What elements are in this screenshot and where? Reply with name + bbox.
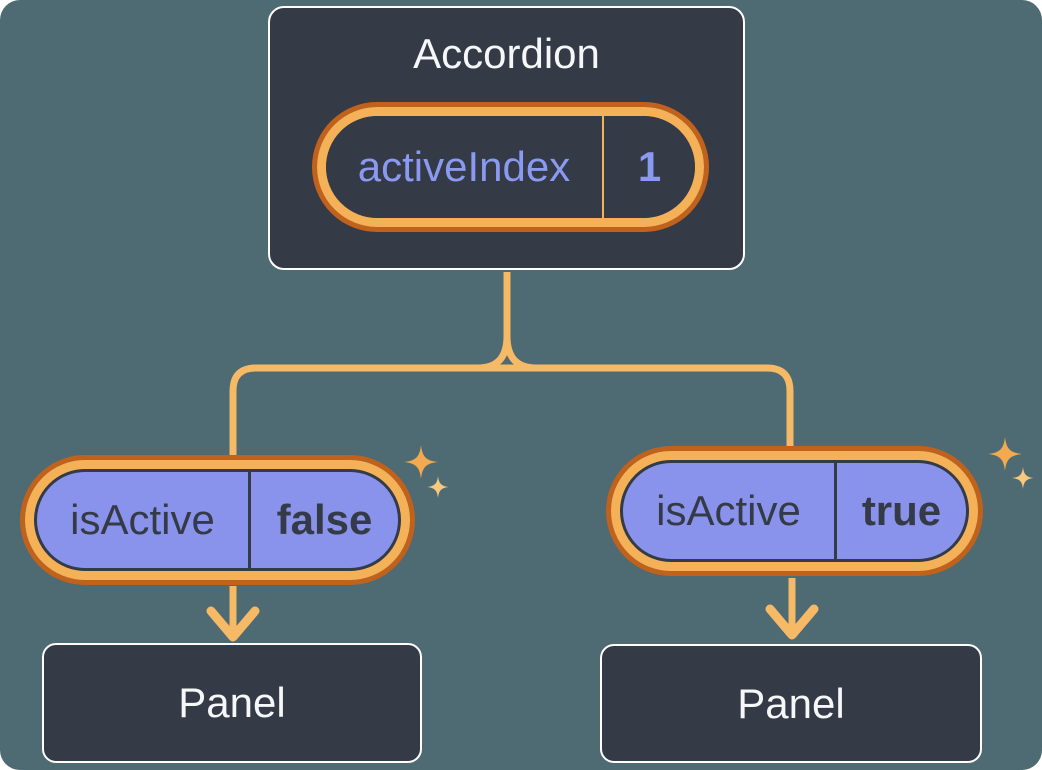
prop-name-label: isActive	[70, 496, 215, 543]
state-pill-activeindex: activeIndex 1	[312, 102, 709, 232]
sparkle-icon	[988, 437, 1034, 489]
connector-fillet-left	[477, 335, 511, 372]
accordion-title: Accordion	[413, 30, 600, 77]
state-value-label: 1	[602, 116, 695, 218]
prop-value-label: false	[248, 472, 398, 568]
panel-node-left: Panel	[42, 643, 422, 763]
arrow-right-head	[765, 604, 819, 640]
arrow-left-head	[206, 606, 260, 642]
panel-node-right: Panel	[600, 644, 982, 763]
prop-pill-isactive-false: isActive false	[20, 455, 415, 585]
sparkle-icon	[404, 445, 449, 498]
connector-fillet-right	[503, 335, 537, 372]
prop-name-label: isActive	[656, 487, 801, 534]
accordion-node: Accordion activeIndex 1	[268, 6, 745, 270]
prop-pill-isactive-true: isActive true	[606, 446, 983, 576]
state-name-label: activeIndex	[357, 143, 571, 190]
connector-branch	[229, 364, 794, 457]
prop-value-label: true	[834, 463, 966, 559]
